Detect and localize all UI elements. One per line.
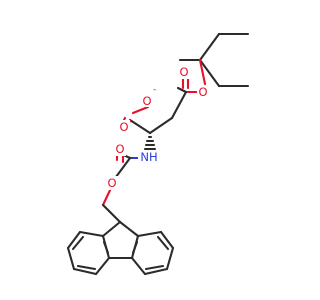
structure-canvas: O - O O O NH O O (66, 32, 250, 276)
bond-carbonylC-left (176, 86, 188, 94)
atom-o-carbamate: O (107, 176, 116, 190)
bond-c9-right (118, 220, 140, 238)
bond-cooC-ominus (131, 105, 150, 115)
bond-ch2-calpha (148, 116, 174, 135)
bond-quat-o (198, 58, 207, 86)
atom-labels: O - O O O NH O O (106, 65, 209, 190)
atom-o-carbamate-carbonyl: O (115, 142, 124, 156)
atom-o-ester-carbonyl: O (179, 65, 188, 79)
bond-ch2-c9 (101, 203, 122, 224)
bond-quat-ch2b (198, 58, 221, 88)
bond-calpha-cooC (128, 118, 152, 135)
atom-o-ester: O (198, 85, 207, 99)
molecule-diagram: O - O O O NH O O (66, 32, 250, 276)
bond-c9-left (101, 220, 122, 238)
atom-o-carbonyl-acid: O (119, 120, 128, 134)
bond-quat-ch2a (198, 32, 221, 62)
ester-side-chain (148, 76, 199, 135)
tert-alkyl-group (178, 32, 250, 88)
bond-carbonylC-ch2 (170, 90, 188, 120)
atom-o-carboxylate: O (142, 94, 151, 108)
fluorenyl-group (66, 220, 175, 276)
charge-minus: - (153, 85, 156, 95)
atom-n-amide: NH (140, 150, 157, 164)
